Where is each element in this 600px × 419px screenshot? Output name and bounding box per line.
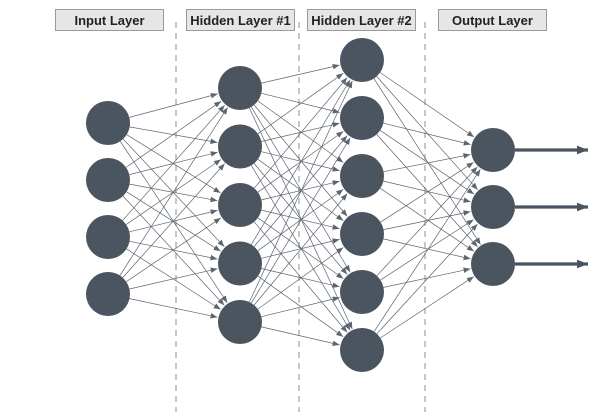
connection-input-1-to-hidden1-4 (122, 138, 225, 247)
connection-hidden1-2-to-hidden2-4 (257, 159, 344, 221)
hidden2-node-2 (340, 96, 384, 140)
hidden1-node-2 (218, 124, 262, 169)
connection-hidden2-2-to-output-3 (376, 134, 478, 248)
output-node-2 (471, 185, 515, 229)
output-node-3 (471, 242, 515, 286)
label-hidden-layer-1: Hidden Layer #1 (186, 9, 295, 31)
connection-hidden1-4-to-hidden2-5 (261, 268, 340, 288)
connection-hidden2-4-to-output-1 (380, 162, 474, 223)
hidden1-node-5 (218, 300, 262, 344)
hidden1-node-3 (218, 183, 262, 227)
connection-input-2-to-hidden1-5 (122, 195, 225, 306)
connection-hidden1-2-to-hidden2-1 (257, 73, 344, 135)
connection-hidden2-5-to-output-1 (376, 166, 478, 277)
connection-hidden1-1-to-hidden2-5 (250, 106, 351, 273)
connection-hidden2-4-to-output-2 (383, 210, 471, 230)
connection-hidden1-4-to-hidden2-1 (250, 79, 351, 245)
connection-hidden1-3-to-hidden2-1 (253, 77, 348, 189)
connection-input-1-to-hidden1-5 (119, 141, 228, 303)
connection-hidden1-1-to-hidden2-6 (248, 107, 353, 330)
connection-input-3-to-hidden1-1 (122, 104, 225, 221)
connection-hidden1-2-to-hidden2-2 (261, 122, 340, 142)
label-hidden-layer-2: Hidden Layer #2 (307, 9, 416, 31)
connection-hidden1-3-to-hidden2-3 (261, 180, 340, 201)
connection-input-4-to-hidden1-4 (129, 267, 218, 290)
connection-hidden1-3-to-hidden2-4 (261, 209, 340, 230)
connection-input-4-to-hidden1-3 (126, 217, 222, 282)
connection-hidden1-5-to-hidden2-6 (261, 326, 340, 347)
connection-hidden2-5-to-output-3 (383, 267, 471, 288)
connection-input-3-to-hidden1-5 (126, 248, 221, 310)
connection-hidden1-4-to-hidden2-6 (257, 275, 344, 337)
connection-hidden1-5-to-hidden2-1 (248, 80, 353, 303)
connection-hidden1-2-to-hidden2-3 (261, 151, 340, 172)
hidden2-node-3 (340, 154, 384, 198)
hidden2-node-1 (340, 38, 384, 82)
input-node-2 (86, 158, 130, 202)
connection-hidden2-2-to-output-2 (380, 130, 475, 195)
input-node-3 (86, 215, 130, 259)
connection-hidden2-4-to-output-3 (383, 238, 471, 261)
connection-hidden1-1-to-hidden2-1 (261, 63, 340, 84)
connection-hidden1-2-to-hidden2-5 (253, 163, 348, 275)
connection-input-4-to-hidden1-2 (122, 163, 225, 278)
connection-hidden1-5-to-hidden2-2 (250, 137, 351, 304)
connection-hidden2-3-to-output-1 (383, 153, 471, 173)
connection-input-2-to-hidden1-1 (125, 100, 222, 168)
hidden1-node-4 (218, 241, 262, 286)
connection-hidden2-1-to-output-3 (373, 78, 481, 245)
label-output-layer: Output Layer (438, 9, 547, 31)
connection-hidden2-2-to-output-1 (383, 122, 471, 146)
input-node-4 (86, 272, 130, 316)
connection-hidden1-3-to-hidden2-6 (253, 221, 348, 333)
input-node-1 (86, 101, 130, 145)
output-node-1 (471, 128, 515, 172)
connection-hidden1-5-to-hidden2-3 (253, 193, 348, 306)
hidden2-node-6 (340, 328, 384, 372)
hidden2-node-4 (340, 212, 384, 256)
connection-hidden2-1-to-output-1 (379, 72, 475, 138)
hidden1-node-1 (218, 66, 262, 110)
connection-hidden1-5-to-hidden2-5 (261, 296, 340, 318)
connection-hidden2-6-to-output-2 (376, 223, 478, 335)
connection-hidden1-1-to-hidden2-2 (261, 92, 340, 114)
connection-hidden1-3-to-hidden2-5 (257, 217, 344, 279)
connection-hidden1-4-to-hidden2-4 (261, 238, 340, 259)
connection-hidden1-1-to-hidden2-3 (257, 100, 344, 163)
connection-hidden1-5-to-hidden2-4 (257, 247, 344, 310)
connection-hidden2-3-to-output-2 (383, 180, 471, 203)
connection-hidden2-6-to-output-1 (373, 169, 481, 332)
connection-hidden2-5-to-output-2 (380, 219, 474, 281)
hidden2-node-5 (340, 270, 384, 314)
connection-input-1-to-hidden1-3 (126, 134, 221, 194)
connection-hidden2-1-to-output-2 (376, 76, 478, 191)
connection-input-2-to-hidden1-4 (126, 191, 221, 252)
connection-hidden1-2-to-hidden2-6 (250, 165, 351, 331)
connection-hidden2-3-to-output-3 (380, 188, 475, 252)
connection-input-4-to-hidden1-1 (119, 107, 228, 276)
connection-hidden2-6-to-output-3 (380, 276, 474, 339)
label-input-layer: Input Layer (55, 9, 164, 31)
connection-input-4-to-hidden1-5 (129, 298, 218, 319)
connection-input-1-to-hidden1-1 (129, 92, 218, 118)
